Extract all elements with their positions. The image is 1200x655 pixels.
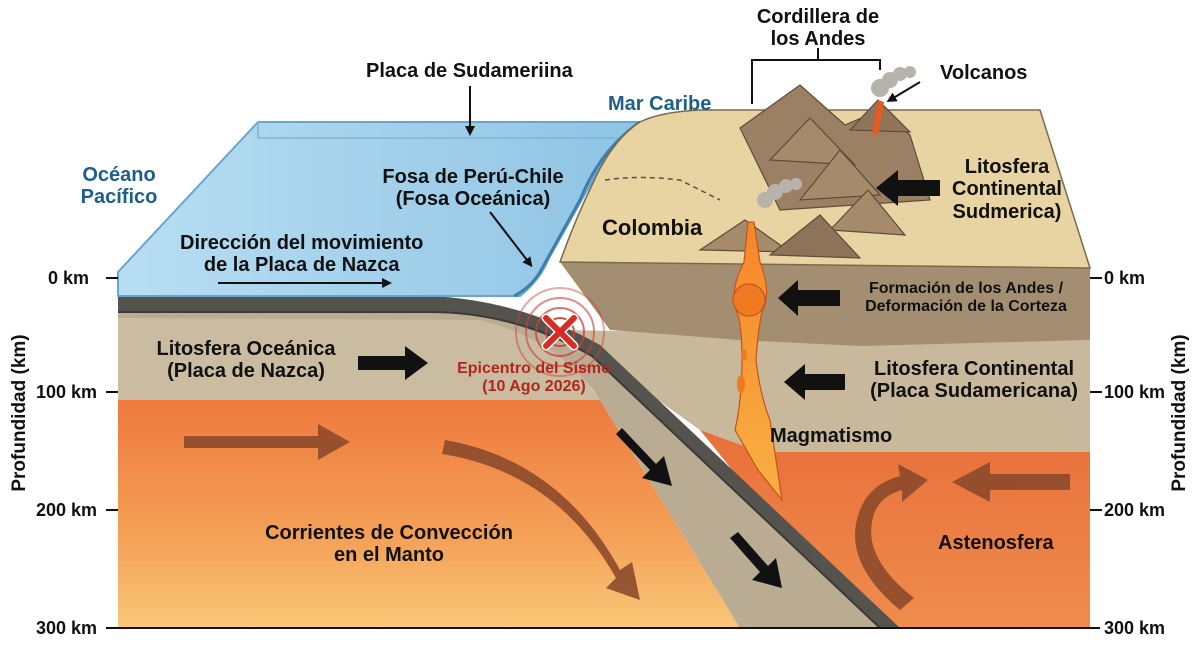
label-direccion: Dirección del movimiento de la Placa de … — [180, 232, 424, 277]
label-epicentro: Epicentro del Sismo (10 Ago 2026) — [457, 360, 611, 395]
label-colombia: Colombia — [602, 215, 703, 240]
label-cordillera: Cordillera de los Andes — [756, 6, 880, 51]
tick-right-0: 0 km — [1104, 268, 1146, 288]
mantle-region — [118, 400, 740, 628]
label-volcanos: Volcanos — [940, 62, 1028, 84]
arrow-slab-1 — [616, 428, 672, 486]
axis-title-left: Profundidad (km) — [9, 334, 30, 492]
epicenter-rings — [515, 287, 605, 377]
depth-grid — [106, 277, 1102, 629]
tick-left-0: 0 km — [48, 268, 90, 288]
label-lito-cont-placa: Litosfera Continental (Placa Sudamerican… — [870, 358, 1078, 403]
arrow-lito-cont — [784, 364, 845, 400]
label-formacion: Formación de los Andes / Deformación de … — [865, 280, 1067, 315]
label-astenosfera: Astenosfera — [938, 532, 1054, 554]
label-lito-cont-sud: Litosfera Continental Sudmerica) — [952, 156, 1062, 223]
tick-right-200: 200 km — [1104, 500, 1166, 520]
pointer-arrows — [218, 81, 921, 288]
epicenter-marker — [541, 313, 579, 351]
cordillera-bracket — [751, 48, 881, 104]
label-magmatismo: Magmatismo — [770, 425, 893, 447]
label-mar-caribe: Mar Caribe — [608, 93, 712, 115]
convection-arrows — [184, 424, 1070, 610]
label-placa-sudamerica: Placa de Sudameriina — [366, 60, 573, 82]
label-lito-oceanica: Litosfera Oceánica (Placa de Nazca) — [156, 338, 336, 383]
continental-lithosphere — [560, 330, 1090, 452]
volcano-plumes — [757, 66, 916, 208]
tick-right-100: 100 km — [1104, 382, 1166, 402]
label-fosa: Fosa de Perú-Chile (Fosa Oceánica) — [382, 166, 564, 211]
tick-right-300: 300 km — [1104, 618, 1166, 638]
tick-left-200: 200 km — [36, 500, 98, 520]
arrow-slab-2 — [730, 532, 782, 588]
arrow-formacion — [778, 280, 840, 316]
axis-title-right: Profundidad (km) — [1169, 334, 1190, 492]
subducting-slab — [118, 300, 900, 628]
label-corrientes: Corrientes de Convección en el Manto — [265, 522, 513, 567]
tick-left-300: 300 km — [36, 618, 98, 638]
andes-mountains — [698, 84, 931, 259]
label-oceano: Océano Pacífico — [80, 164, 158, 209]
black-arrows — [358, 170, 940, 588]
tick-left-100: 100 km — [36, 382, 98, 402]
arrow-lito-cont-sud — [876, 170, 940, 206]
arrow-lito-oceanica — [358, 346, 428, 380]
